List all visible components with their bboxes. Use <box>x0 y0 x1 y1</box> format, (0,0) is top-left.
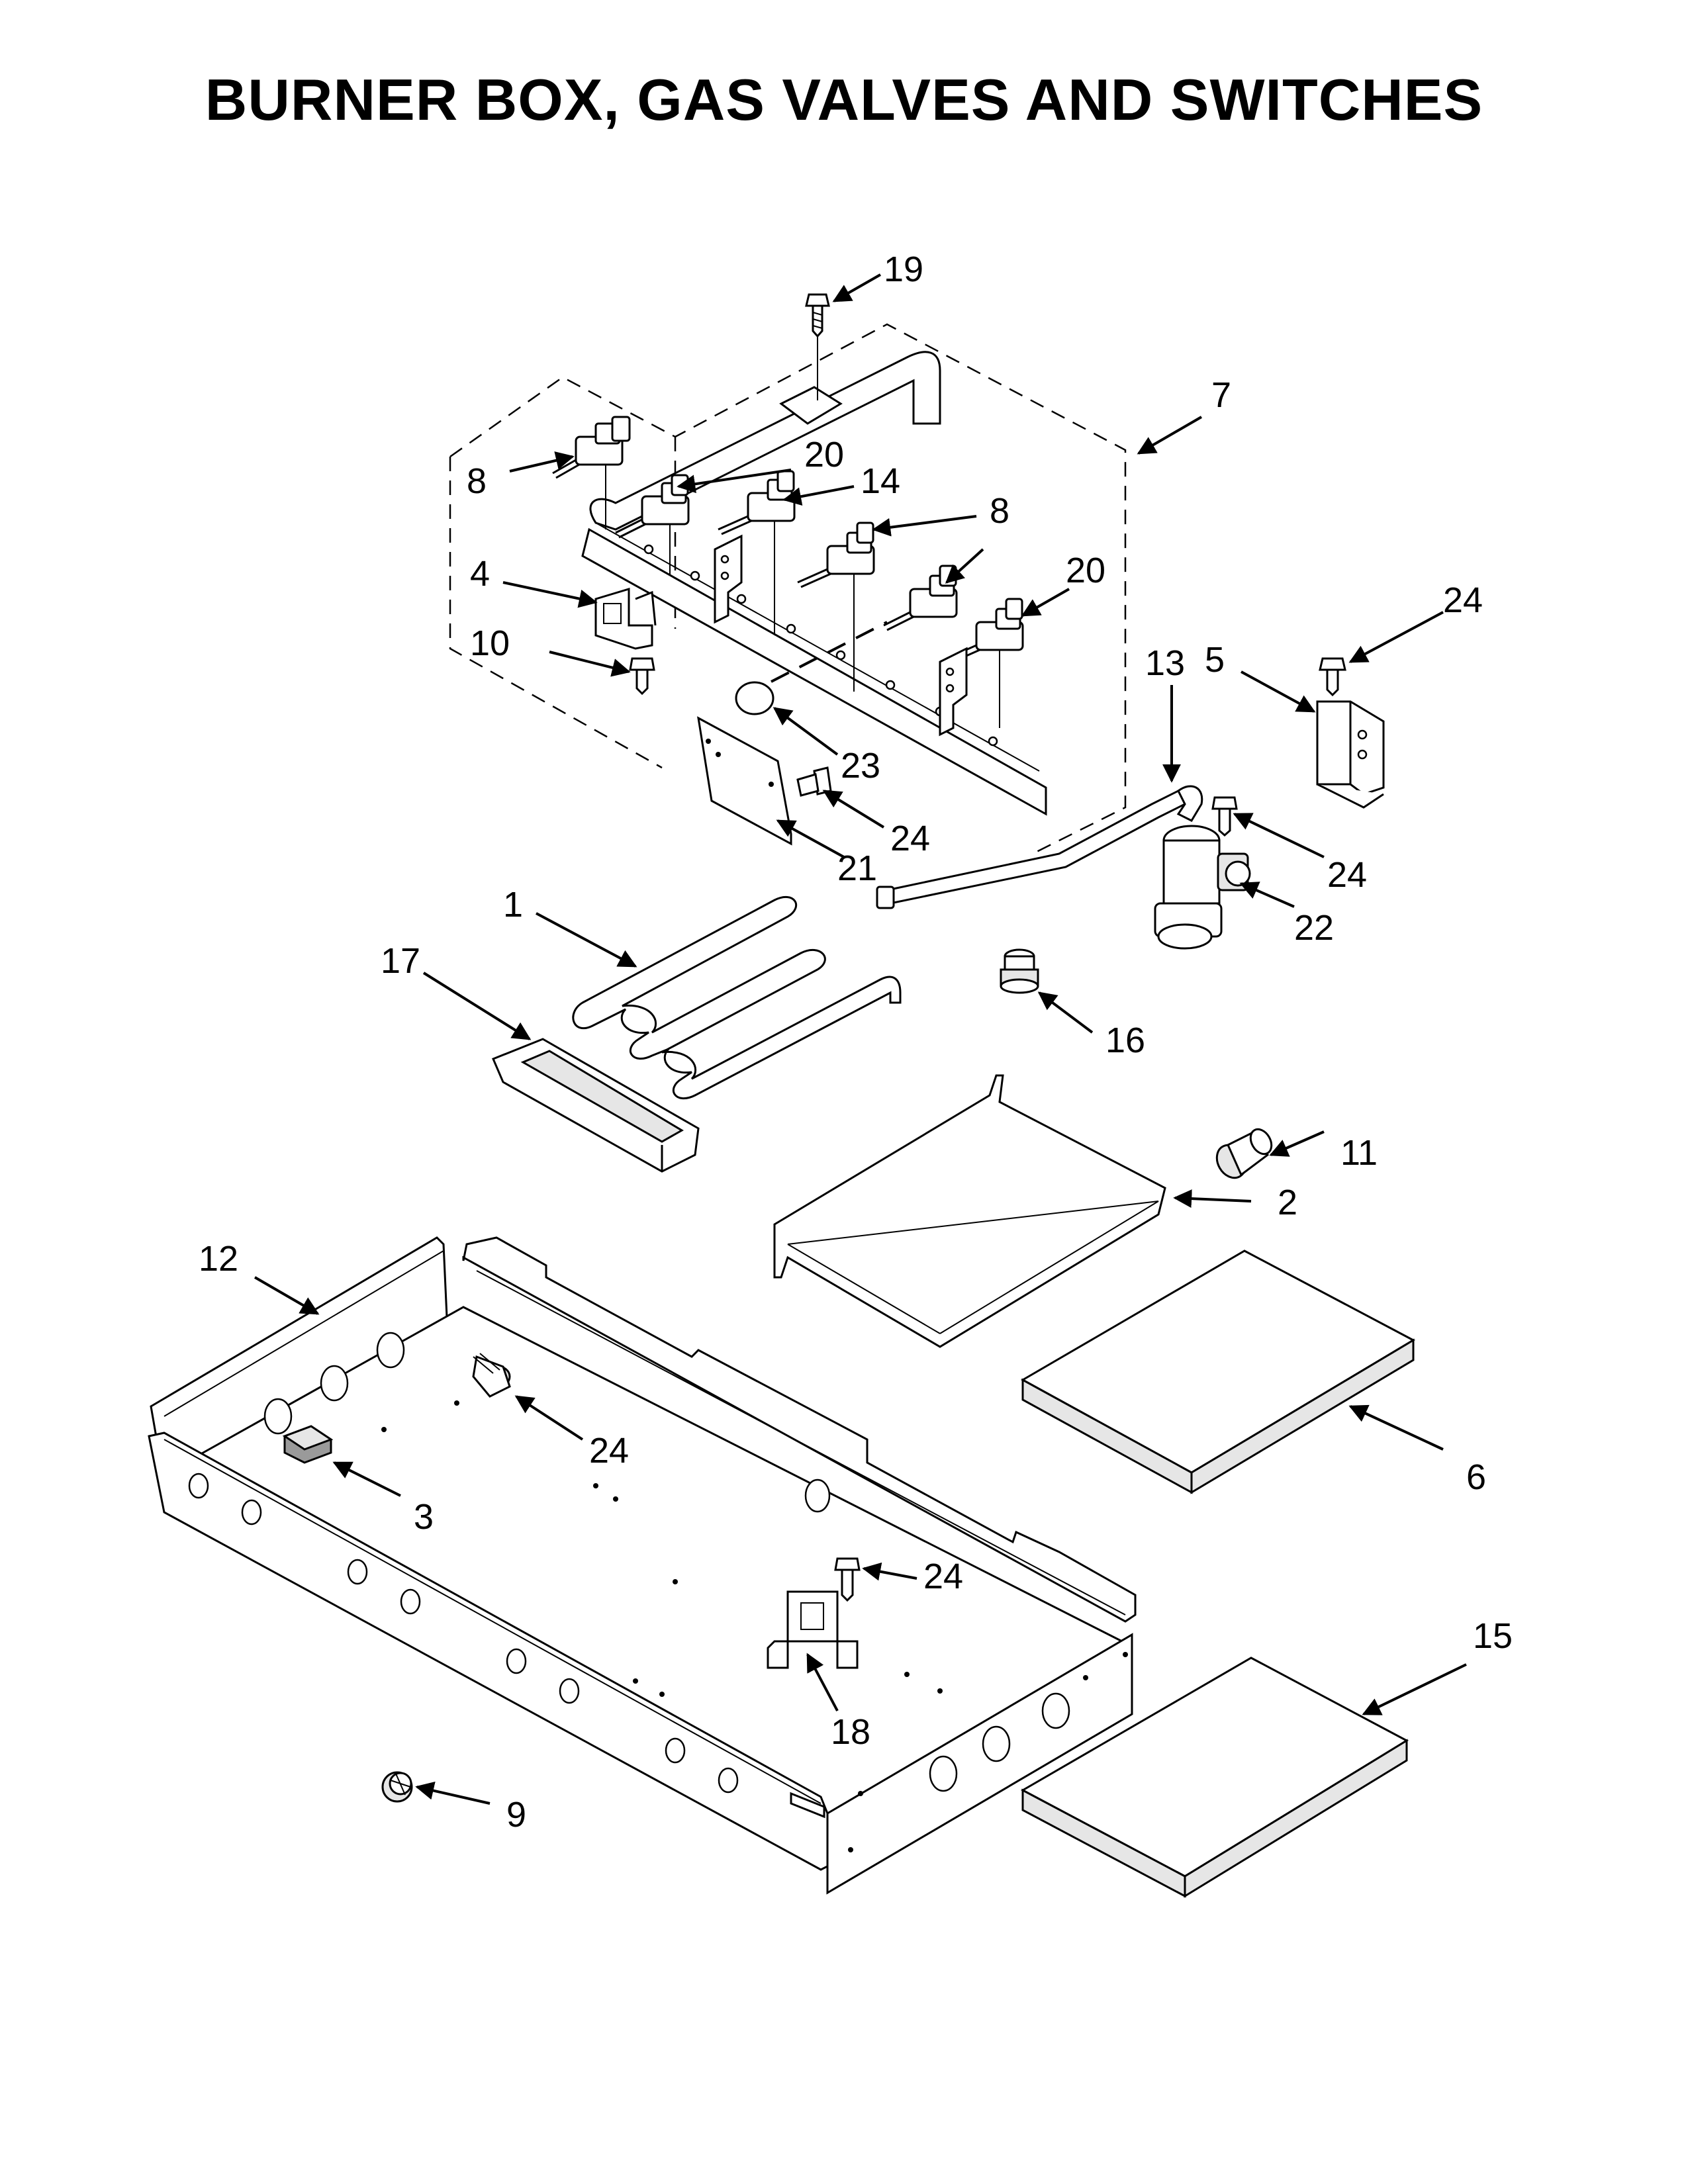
callout-13: 13 <box>1145 643 1185 683</box>
bracket-18 <box>767 1590 859 1669</box>
callout-23: 23 <box>841 746 880 786</box>
callout-18: 18 <box>831 1712 870 1752</box>
callout-14: 14 <box>861 461 900 501</box>
screw-24-regulator <box>1211 796 1238 837</box>
callout-7: 7 <box>1211 375 1231 415</box>
callout-17: 17 <box>381 941 420 981</box>
cover-panel-6 <box>1020 1250 1416 1494</box>
callout-24-regulator: 24 <box>1327 855 1367 895</box>
callout-8-left: 8 <box>467 461 487 501</box>
gas-manifold-pipe <box>581 351 1047 816</box>
callout-20-upper: 20 <box>804 435 844 475</box>
callout-15: 15 <box>1473 1616 1513 1656</box>
callout-24-bracket: 24 <box>1443 580 1483 620</box>
burner-box-12 <box>148 1236 1137 1895</box>
callout-11: 11 <box>1340 1133 1378 1173</box>
callout-24-plate: 24 <box>890 819 930 858</box>
callout-21: 21 <box>837 848 877 888</box>
gas-line-13 <box>876 785 1203 909</box>
valve-bracket-right <box>939 647 968 737</box>
screw-10 <box>629 657 655 696</box>
callout-arrows <box>254 273 1467 1805</box>
callout-12: 12 <box>199 1239 238 1279</box>
gas-valve-20-lower <box>946 598 1024 728</box>
callout-labels: 19 7 20 14 8 8 20 4 10 23 24 21 13 5 24 … <box>199 250 1513 1835</box>
burner-tray-17 <box>492 1038 700 1173</box>
callout-24-bracket-18: 24 <box>923 1557 963 1596</box>
dashed-assembly-outline <box>449 323 1127 855</box>
diagram-title: BURNER BOX, GAS VALVES AND SWITCHES <box>205 67 1483 132</box>
callout-6: 6 <box>1466 1457 1486 1497</box>
fitting-11 <box>1215 1128 1273 1179</box>
bracket-5 <box>1316 700 1385 809</box>
callout-20-lower: 20 <box>1066 551 1105 590</box>
igniter-24-box <box>472 1353 511 1398</box>
panel-15 <box>1020 1657 1409 1898</box>
callout-5: 5 <box>1205 640 1225 680</box>
gas-valve-8-right <box>883 565 958 631</box>
screw-24-bracket <box>1319 657 1346 697</box>
callout-3: 3 <box>414 1497 434 1537</box>
callout-2: 2 <box>1278 1183 1297 1222</box>
bracket-4 <box>594 587 657 650</box>
callout-16: 16 <box>1105 1021 1145 1060</box>
screw-19 <box>805 293 830 338</box>
callout-10: 10 <box>470 623 510 663</box>
tube-burner-1 <box>572 895 902 1100</box>
plate-21 <box>697 716 792 846</box>
callout-24-box: 24 <box>589 1431 629 1471</box>
pressure-regulator-22 <box>1154 825 1251 950</box>
switch-3 <box>282 1425 334 1464</box>
callout-8-middle: 8 <box>990 491 1009 531</box>
gas-valve-8-middle <box>797 522 875 692</box>
valve-bracket-left <box>714 534 743 624</box>
disc-23 <box>735 621 888 715</box>
callout-22: 22 <box>1294 908 1334 948</box>
callout-19: 19 <box>884 250 923 289</box>
callout-1: 1 <box>503 885 523 925</box>
manifold-top-bracket <box>779 321 843 425</box>
callout-9: 9 <box>506 1795 526 1835</box>
screw-24-bracket-18 <box>834 1557 861 1602</box>
gas-valve-8-left <box>552 416 631 529</box>
callout-4: 4 <box>470 554 490 594</box>
heat-shield-2 <box>773 1074 1166 1348</box>
knob-9 <box>381 1771 413 1803</box>
fitting-16 <box>1000 948 1039 994</box>
